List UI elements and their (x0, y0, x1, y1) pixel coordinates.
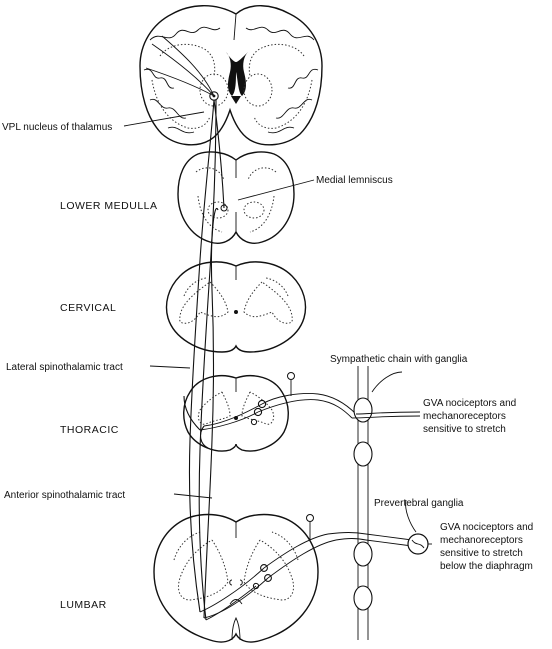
gva-lumbar-label-line2: mechanoreceptors (440, 535, 523, 546)
thoracic-label: THORACIC (60, 424, 119, 436)
gva-thoracic-label-line2: mechanoreceptors (423, 411, 506, 422)
gva-lumbar-label-line1: GVA nociceptors and (440, 522, 533, 533)
gva-lumbar-label-line4: below the diaphragm (440, 561, 533, 572)
prevertebral-ganglion (407, 533, 432, 555)
lower-medulla-label: LOWER MEDULLA (60, 200, 158, 212)
vpl-nucleus-label: VPL nucleus of thalamus (2, 122, 112, 133)
ascending-tracts (183, 99, 225, 621)
lumbar-label: LUMBAR (60, 599, 107, 611)
medial-lemniscus-label: Medial lemniscus (316, 175, 393, 186)
sympathetic-chain (351, 366, 421, 640)
gva-lumbar-label-line3: sensitive to stretch (440, 548, 523, 559)
lower-medulla-section (177, 151, 295, 244)
cervical-label: CERVICAL (60, 302, 116, 314)
leader-lines (123, 111, 417, 533)
cervical-cord-section (165, 261, 307, 353)
anterior-spinothalamic-tract-label: Anterior spinothalamic tract (4, 490, 125, 501)
prevertebral-ganglia-label: Prevertebral ganglia (374, 498, 464, 509)
sympathetic-chain-label: Sympathetic chain with ganglia (330, 354, 468, 365)
gva-thoracic-label-line1: GVA nociceptors and (423, 398, 516, 409)
lateral-spinothalamic-tract-label: Lateral spinothalamic tract (6, 362, 123, 373)
brain-coronal-section (139, 5, 323, 146)
lumbar-cord-section (153, 513, 413, 643)
gva-thoracic-label-line3: sensitive to stretch (423, 424, 506, 435)
thoracic-cord-section (183, 372, 357, 452)
